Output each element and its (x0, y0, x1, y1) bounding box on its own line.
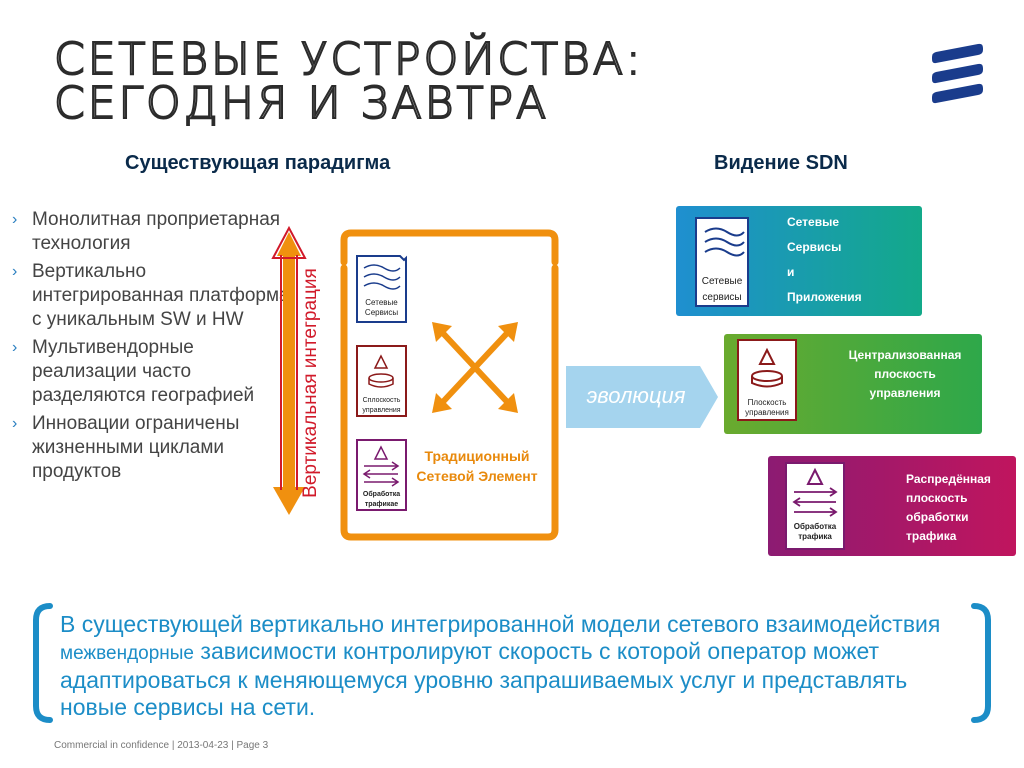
sdn-traffic-icon (785, 462, 845, 550)
sdn-control-icon-label: Плоскость управления (745, 398, 789, 417)
title-line-2: СЕГОДНЯ И ЗАВТРА (53, 78, 550, 129)
network-element-frame (340, 229, 559, 541)
control-plane-icon (356, 345, 407, 417)
evolution-label: эволюция (586, 383, 686, 408)
traditional-element-caption: Традиционный Сетевой Элемент (416, 448, 538, 484)
chevron-right-icon: › (12, 415, 18, 432)
sdn-control-text: Централизованная плоскость управления (848, 348, 962, 400)
left-heading: Существующая парадигма (125, 152, 391, 174)
footer: Commercial in confidence | 2013-04-23 | … (54, 740, 269, 751)
sdn-traffic-icon-label: Обработка трафика (793, 522, 837, 541)
summary-statement: В существующей вертикально интегрированн… (60, 611, 941, 720)
title-line-1: СЕТЕВЫЕ УСТРОЙСТВА: (53, 34, 644, 85)
page-title: СЕТЕВЫЕ УСТРОЙСТВА: СЕГОДНЯ И ЗАВТРА (53, 34, 644, 129)
vertical-integration-label: Вертикальная интеграция (300, 268, 321, 498)
bullet-item: ›Мультивендорные реализации часто раздел… (12, 337, 255, 406)
sdn-control-icon (737, 339, 797, 421)
bullet-item: ›Вертикально интегрированная платформа с… (12, 261, 290, 330)
control-plane-label: Сплоскость управления (362, 397, 401, 414)
sdn-services-icon (695, 217, 749, 307)
right-heading: Видение SDN (714, 152, 848, 174)
traffic-processing-icon (356, 439, 407, 511)
chevron-right-icon: › (12, 263, 18, 280)
bullet-list: ›Монолитная проприетарная технология ›Ве… (12, 208, 302, 488)
sdn-services-icon-label: Сетевые сервисы (701, 276, 743, 303)
sdn-services-text: Сетевые Сервисы и Приложения (787, 215, 862, 304)
bullet-item: ›Инновации ограничены жизненными циклами… (12, 413, 240, 482)
bottom-brackets (33, 603, 991, 723)
traffic-processing-label: Обработка трафикае (362, 491, 401, 508)
services-icon (356, 255, 407, 323)
chevron-right-icon: › (12, 211, 18, 228)
cross-arrows-icon (432, 322, 518, 413)
evolution-arrow (566, 366, 718, 428)
chevron-right-icon: › (12, 339, 18, 356)
vertical-integration-arrow (271, 225, 307, 515)
bullet-item: ›Монолитная проприетарная технология (12, 209, 281, 254)
services-label: Сетевые Сервисы (364, 298, 399, 317)
sdn-traffic-text: Распредённая плоскость обработки трафика (906, 472, 991, 543)
brand-logo-icon (932, 43, 983, 104)
